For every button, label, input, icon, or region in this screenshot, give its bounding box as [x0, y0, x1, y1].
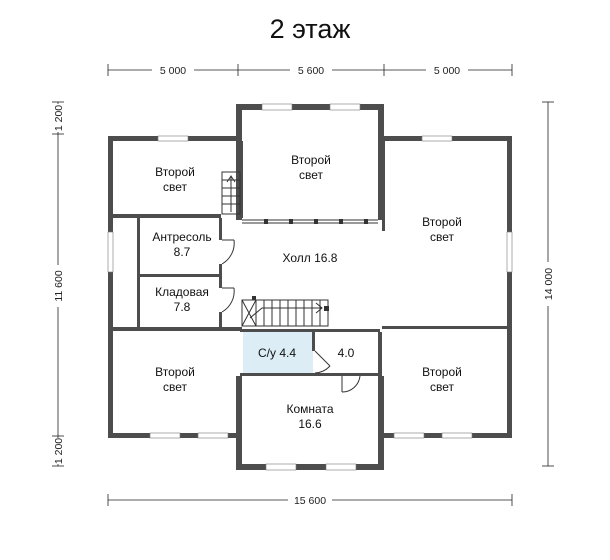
dim-right-total: 14 000 — [543, 268, 555, 300]
room-label-corridor: 4.0 — [338, 346, 355, 360]
room-label-line: Холл 16.8 — [283, 251, 338, 265]
plan-title: 2 этаж — [270, 14, 351, 44]
windows — [107, 103, 513, 471]
room-label-line: свет — [299, 168, 324, 182]
bathroom-fill — [243, 330, 313, 373]
dim-bottom-total: 15 600 — [294, 495, 326, 507]
room-label-line: 7.8 — [174, 300, 191, 314]
room-label-line: Антресоль — [152, 230, 211, 244]
room-label-line: Второй — [155, 365, 195, 379]
doors — [221, 239, 361, 393]
dim-top-left: 5 000 — [160, 65, 186, 77]
dim-top-right: 5 000 — [434, 65, 460, 77]
room-label-line: свет — [163, 180, 188, 194]
room-label-line: Второй — [422, 215, 462, 229]
dim-left-bottom: 1 200 — [53, 438, 65, 464]
dim-left-top: 1 200 — [53, 105, 65, 131]
room-label-line: Кладовая — [155, 285, 209, 299]
room-label-line: свет — [430, 380, 455, 394]
room-label-line: 4.0 — [338, 346, 355, 360]
room-label-line: С/у 4.4 — [258, 346, 296, 360]
dim-top-middle: 5 600 — [298, 65, 324, 77]
room-label-line: 8.7 — [174, 245, 191, 259]
room-label-hall: Холл 16.8 — [283, 251, 338, 265]
room-label-line: 16.6 — [298, 417, 322, 431]
dim-left-middle: 11 600 — [53, 270, 65, 301]
staircase — [221, 171, 329, 327]
room-label-line: Второй — [155, 165, 195, 179]
room-label-bathroom: С/у 4.4 — [258, 346, 296, 360]
room-label-line: свет — [430, 230, 455, 244]
interior-walls — [113, 141, 507, 376]
room-label-line: Комната — [287, 402, 334, 416]
dimension-lines — [51, 62, 555, 506]
room-label-line: Второй — [422, 365, 462, 379]
room-label-line: свет — [163, 380, 188, 394]
room-label-line: Второй — [291, 153, 331, 167]
